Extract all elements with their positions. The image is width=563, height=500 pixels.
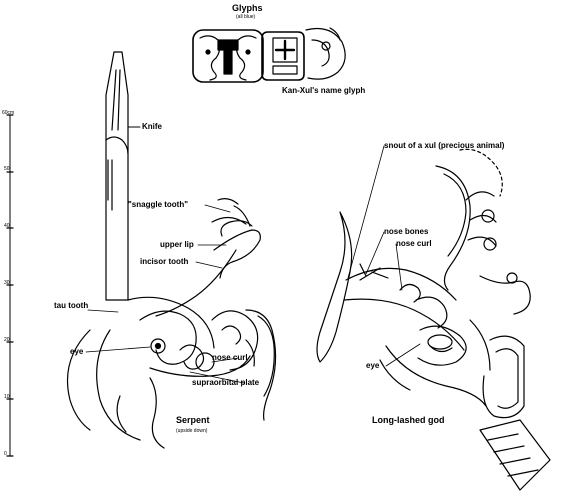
label-serpent-nose-curl: nose curl <box>212 353 248 362</box>
serpent-drawing <box>66 198 277 449</box>
scale-tick-50: 50 <box>4 166 10 172</box>
label-serpent-eye: eye <box>70 347 84 356</box>
scale-bar <box>6 114 14 457</box>
label-god-eye: eye <box>366 361 380 370</box>
glyph-caption: Kan-Xul's name glyph <box>282 86 366 95</box>
scale-tick-0: 0 <box>4 451 7 457</box>
label-snout: snout of a xul (precious animal) <box>384 141 505 150</box>
label-knife: Knife <box>142 122 162 131</box>
god-caption: Long-lashed god <box>372 415 445 425</box>
god-drawing <box>316 145 551 491</box>
serpent-caption-note: (upside down) <box>176 428 208 434</box>
serpent-caption: Serpent <box>176 415 210 425</box>
label-snaggle-tooth: "snaggle tooth" <box>128 200 189 209</box>
scale-tick-10: 10 <box>4 394 10 400</box>
glyph-left-icon <box>192 29 264 83</box>
scale-tick-20: 20 <box>4 337 10 343</box>
scale-tick-40: 40 <box>4 223 10 229</box>
knife-icon <box>105 51 141 301</box>
label-incisor-tooth: incisor tooth <box>140 257 189 266</box>
scale-unit: 60cm <box>2 110 15 116</box>
glyph-right-icon <box>261 27 346 81</box>
label-tau-tooth: tau tooth <box>54 301 89 310</box>
glyphs-title: Glyphs <box>232 3 263 13</box>
label-upper-lip: upper lip <box>160 240 194 249</box>
scale-tick-30: 30 <box>4 280 10 286</box>
glyphs-subtitle: (all blue) <box>236 14 256 20</box>
label-supraorbital-plate: supraorbital plate <box>192 378 260 387</box>
label-nose-bones: nose bones <box>384 227 429 236</box>
label-god-nose-curl: nose curl <box>396 239 432 248</box>
